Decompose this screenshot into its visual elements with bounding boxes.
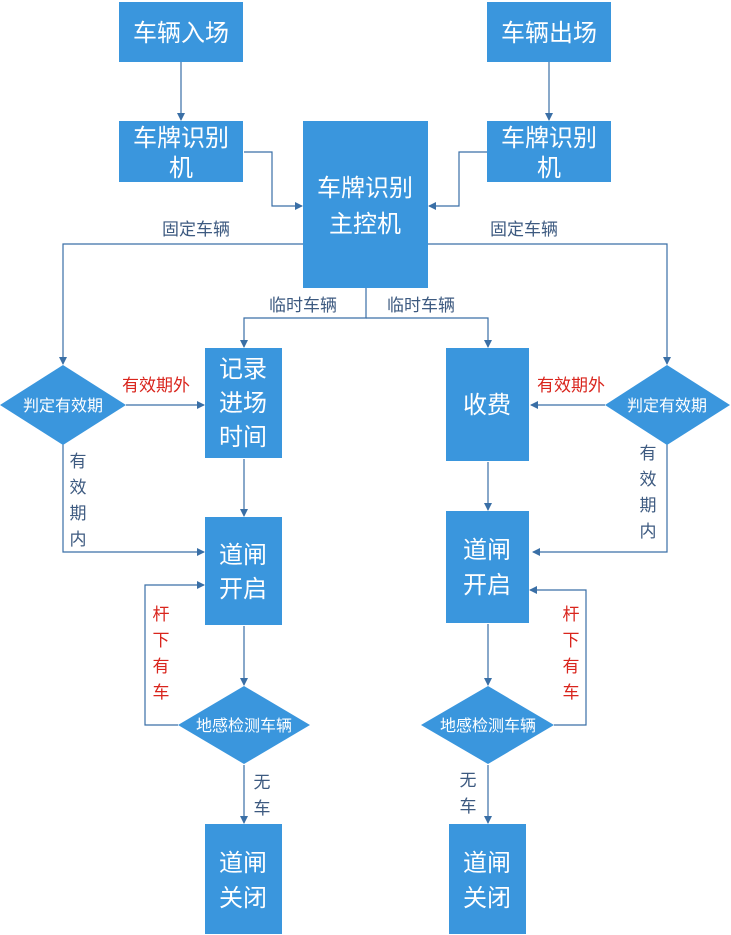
node-label: 道闸 [463, 536, 511, 564]
node-label: 车辆出场 [501, 19, 597, 47]
node-label: 进场 [219, 389, 267, 417]
label-valid-right: 内 [640, 522, 657, 542]
edge-fixed-left [59, 243, 303, 365]
node-record-entry-time: 记录 进场 时间 [205, 348, 282, 458]
node-label: 开启 [219, 575, 267, 603]
node-label: 机 [169, 154, 193, 182]
node-vehicle-entry: 车辆入场 [119, 2, 243, 62]
node-gate-close-right: 道闸 关闭 [449, 824, 526, 934]
label-expired-left: 有效期外 [122, 376, 190, 396]
node-gate-open-right: 道闸 开启 [446, 511, 529, 623]
edge-valid-right [532, 444, 668, 556]
edge-temp-left [240, 288, 367, 348]
node-label: 地感检测车辆 [440, 716, 536, 735]
label-temp-vehicle-right: 临时车辆 [387, 296, 455, 316]
edge-fixed-right [428, 243, 671, 365]
node-label: 关闭 [219, 884, 267, 912]
node-loop-detect-left: 地感检测车辆 [178, 686, 310, 764]
label-valid-right: 期 [640, 496, 657, 516]
node-label: 车牌识别 [317, 174, 413, 202]
label-expired-right: 有效期外 [537, 376, 605, 396]
edge-car-under-bar-right [529, 586, 587, 726]
label-car-under-bar-left: 有 [153, 657, 170, 677]
node-label: 道闸 [463, 849, 511, 877]
label-car-under-bar-right: 有 [563, 657, 580, 677]
edge-left-recognizer-to-controller [244, 151, 303, 210]
node-validity-check-right: 判定有效期 [605, 365, 730, 445]
label-fixed-vehicle-right: 固定车辆 [490, 220, 558, 240]
node-label: 主控机 [329, 210, 401, 238]
edge-valid-left [62, 444, 205, 556]
node-charge: 收费 [446, 348, 529, 461]
node-plate-recognizer-left: 车牌识别 机 [119, 121, 243, 182]
node-validity-check-left: 判定有效期 [0, 365, 126, 445]
node-label: 判定有效期 [627, 396, 707, 415]
label-no-car-left: 车 [254, 799, 271, 819]
node-label: 车牌识别 [501, 124, 597, 152]
label-car-under-bar-left: 杆 [153, 605, 170, 625]
label-car-under-bar-right: 下 [563, 631, 580, 651]
node-label: 时间 [219, 423, 267, 451]
label-valid-left: 有 [70, 452, 87, 472]
node-label: 记录 [219, 355, 267, 383]
node-label: 机 [537, 154, 561, 182]
node-vehicle-exit: 车辆出场 [487, 2, 611, 62]
label-no-car-left: 无 [254, 773, 271, 793]
label-no-car-right: 无 [460, 771, 477, 791]
label-fixed-vehicle-left: 固定车辆 [162, 220, 230, 240]
label-no-car-right: 车 [460, 797, 477, 817]
node-label: 车辆入场 [133, 19, 229, 47]
node-main-controller: 车牌识别 主控机 [303, 121, 428, 288]
node-label: 判定有效期 [23, 396, 103, 415]
label-car-under-bar-right: 杆 [563, 605, 580, 625]
node-label: 关闭 [463, 884, 511, 912]
edge-car-under-bar-left [144, 581, 205, 726]
node-label: 收费 [463, 391, 511, 419]
edge-labels: 固定车辆 固定车辆 临时车辆 临时车辆 有效期外 有效期外 有 效 期 内 有 … [70, 220, 657, 819]
label-valid-right: 效 [640, 470, 657, 490]
edge-right-recognizer-to-controller [428, 151, 487, 210]
connectors [59, 62, 671, 824]
node-label: 地感检测车辆 [196, 716, 292, 735]
node-gate-close-left: 道闸 关闭 [205, 824, 282, 934]
label-valid-left: 期 [70, 504, 87, 524]
label-valid-left: 效 [70, 478, 87, 498]
label-car-under-bar-left: 下 [153, 631, 170, 651]
label-car-under-bar-right: 车 [563, 683, 580, 703]
node-gate-open-left: 道闸 开启 [205, 517, 282, 625]
edge-temp-right [366, 317, 492, 348]
label-car-under-bar-left: 车 [153, 683, 170, 703]
label-valid-left: 内 [70, 530, 87, 550]
label-valid-right: 有 [640, 444, 657, 464]
node-label: 道闸 [219, 541, 267, 569]
label-temp-vehicle-left: 临时车辆 [269, 296, 337, 316]
node-label: 开启 [463, 571, 511, 599]
node-label: 道闸 [219, 849, 267, 877]
node-label: 车牌识别 [133, 124, 229, 152]
node-plate-recognizer-right: 车牌识别 机 [487, 121, 611, 182]
node-loop-detect-right: 地感检测车辆 [421, 686, 554, 764]
